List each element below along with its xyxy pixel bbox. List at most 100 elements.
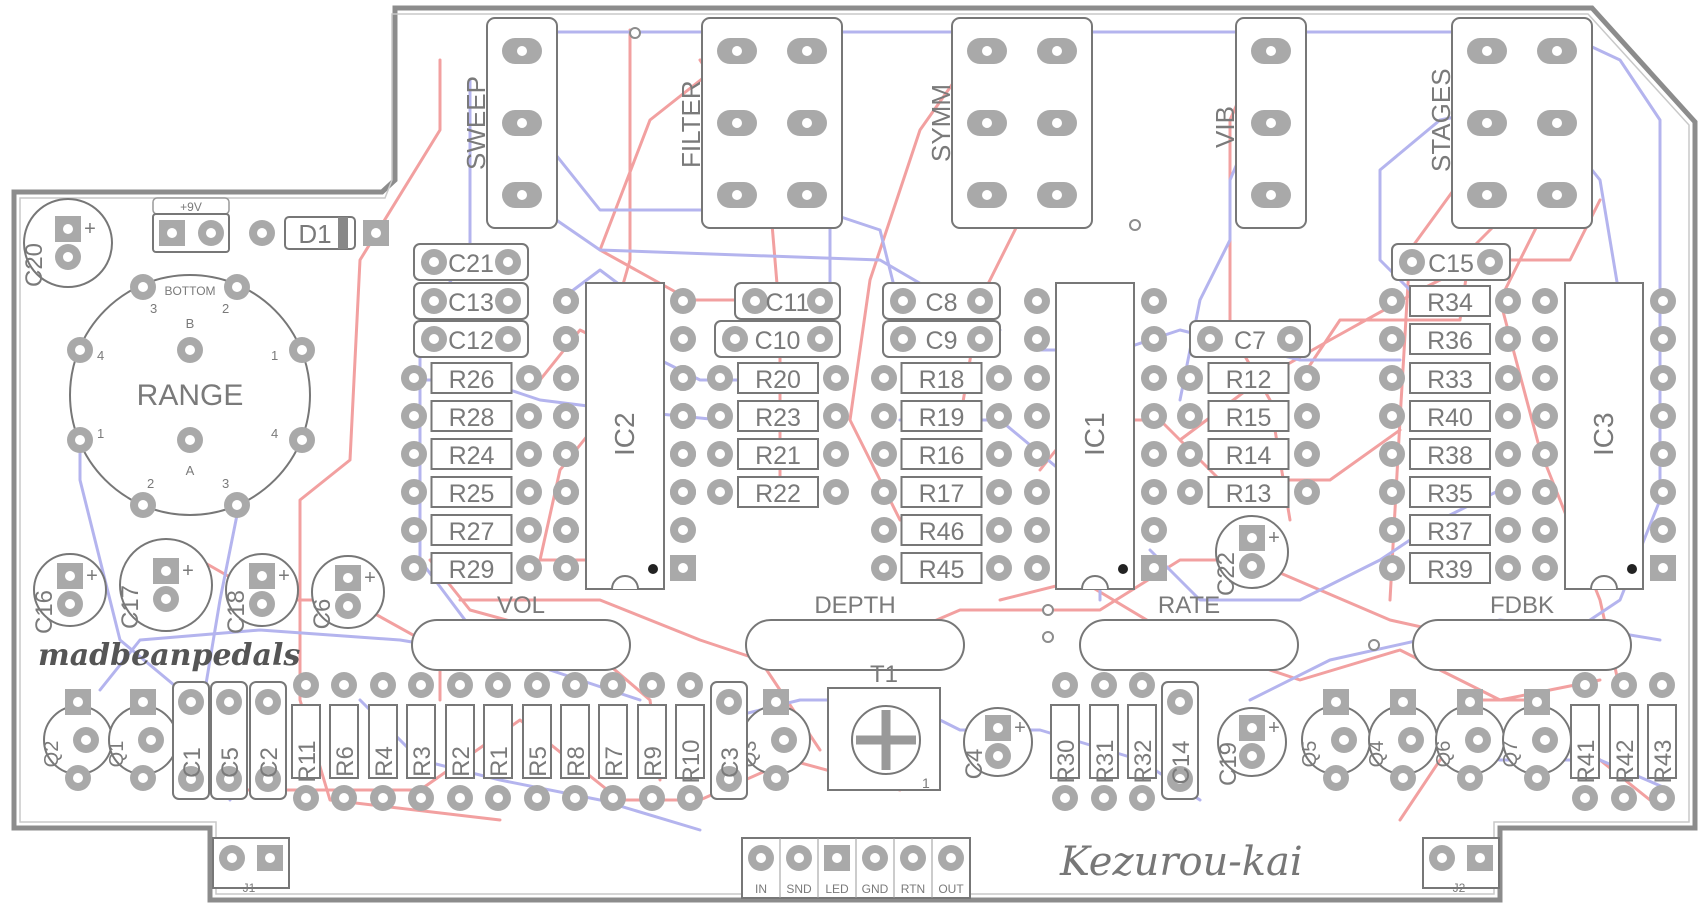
rotary-pin-number: 2	[222, 301, 229, 316]
polarity-mark: +	[278, 565, 290, 587]
ic1-pin	[1024, 517, 1167, 543]
component-label: R27	[449, 518, 495, 546]
offboard-pad-rtn: RTN	[893, 838, 926, 898]
component-label: R33	[1427, 366, 1473, 394]
component-label: R36	[1427, 327, 1473, 355]
component-label: R31	[1092, 739, 1119, 783]
component-label: R16	[919, 442, 965, 470]
resistor-r22: R22	[707, 476, 849, 508]
component-label: R20	[755, 366, 801, 394]
component-label: R23	[755, 404, 801, 432]
resistor-r13: R13	[1177, 476, 1320, 508]
resistor-r42: R42	[1609, 672, 1639, 811]
capacitor-c11: C11	[734, 282, 841, 320]
rotary-label: RANGE	[137, 379, 244, 412]
polarity-mark: +	[1268, 527, 1280, 549]
resistor-r18: R18	[871, 362, 1012, 394]
capacitor-c14: C14	[1161, 681, 1199, 800]
resistor-r37: R37	[1379, 514, 1521, 546]
ic1-pin	[1024, 441, 1167, 467]
resistor-r34: R34	[1379, 285, 1521, 317]
electrolytic-capacitor-c22: C22 +	[1213, 515, 1289, 596]
component-label: C8	[926, 289, 958, 317]
resistor-r41: R41	[1570, 672, 1600, 811]
component-label: R13	[1226, 480, 1272, 508]
component-label: R8	[563, 746, 590, 777]
component-label: R32	[1130, 739, 1157, 783]
pad	[670, 441, 696, 467]
ic1-pin	[1024, 479, 1167, 505]
switch-filter: FILTER	[676, 17, 843, 229]
diode-label: D1	[298, 219, 331, 249]
resistor-r23: R23	[707, 400, 849, 432]
component-label: R29	[449, 556, 495, 584]
ic2-pin	[553, 365, 579, 391]
ic3-pin	[1532, 517, 1676, 543]
component-label: R30	[1053, 739, 1080, 783]
component-label: R28	[449, 404, 495, 432]
component-label: OUT	[938, 882, 964, 896]
pad	[670, 365, 696, 391]
offboard-pad-out: OUT	[931, 838, 964, 898]
resistor-r25: R25	[401, 476, 542, 508]
component-label: C3	[717, 747, 744, 778]
resistor-r2: R2	[445, 672, 475, 811]
transistor-q3: Q3	[739, 689, 811, 791]
resistor-r14: R14	[1177, 438, 1320, 470]
component-label: R46	[919, 518, 965, 546]
component-label: R25	[449, 480, 495, 508]
offboard-pad-gnd: GND	[855, 838, 889, 898]
switch-vib: VIB	[1210, 17, 1307, 229]
rotary-a-label: A	[186, 463, 195, 478]
ic2-pin	[670, 326, 696, 352]
ic2-pin	[670, 288, 696, 314]
component-label: C1	[179, 747, 206, 778]
trimmer-label: T1	[870, 661, 898, 688]
pot-depth: DEPTH	[745, 592, 965, 671]
electrolytic-capacitor-c6: C6+	[309, 555, 385, 629]
pad	[670, 403, 696, 429]
resistor-r31: R31	[1089, 672, 1119, 811]
component-label: C21	[448, 250, 494, 278]
ic3-pin	[1532, 365, 1676, 391]
resistor-r28: R28	[401, 400, 542, 432]
component-label: C17	[117, 585, 144, 629]
component-label: C18	[223, 590, 250, 634]
component-label: R41	[1573, 739, 1600, 783]
pot-label: VOL	[497, 592, 545, 619]
resistor-r26: R26	[401, 362, 542, 394]
ic3-pin	[1532, 555, 1676, 581]
resistor-r19: R19	[871, 400, 1012, 432]
resistor-r35: R35	[1379, 476, 1521, 508]
resistor-r10: R10	[675, 672, 705, 811]
jack-j1: J1	[212, 837, 290, 895]
component-label: C7	[1234, 327, 1266, 355]
component-label: R2	[448, 746, 475, 777]
switch-label-symm: SYMM	[926, 84, 956, 162]
component-label: C22	[1213, 552, 1240, 596]
resistor-r39: R39	[1379, 552, 1521, 584]
resistor-r29: R29	[401, 552, 542, 584]
rotary-pin-number: 3	[222, 476, 229, 491]
resistor-r11: R11	[291, 672, 321, 811]
resistor-r16: R16	[871, 438, 1012, 470]
resistor-r33: R33	[1379, 362, 1521, 394]
component-label: R35	[1427, 480, 1473, 508]
component-label: R18	[919, 366, 965, 394]
resistor-r20: R20	[707, 362, 849, 394]
resistor-r7: R7	[598, 672, 628, 811]
polarity-mark: +	[1268, 717, 1280, 739]
rotary-pin-number: 1	[97, 426, 104, 441]
component-label: R6	[332, 746, 359, 777]
offboard-pad-in: IN	[748, 845, 774, 896]
rotary-pin-number: 1	[271, 348, 278, 363]
switch-symm: SYMM	[926, 17, 1093, 229]
brand-logo: madbeanpedals	[38, 638, 300, 673]
component-label: C12	[448, 327, 494, 355]
component-label: R9	[640, 746, 667, 777]
rotary-b-label: B	[186, 316, 195, 331]
resistor-r43: R43	[1647, 672, 1677, 811]
component-label: R37	[1427, 518, 1473, 546]
